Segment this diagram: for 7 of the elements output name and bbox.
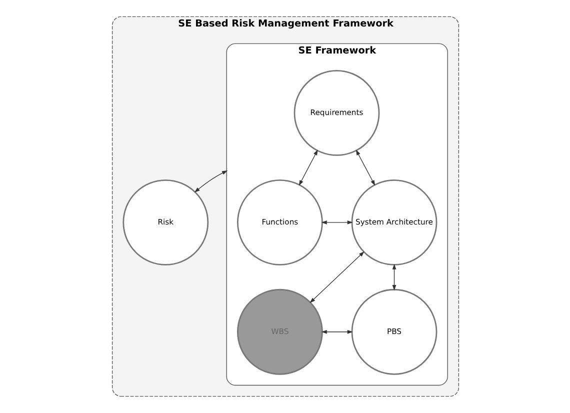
- arrow: [392, 264, 396, 291]
- arrow: [298, 150, 318, 186]
- arrow: [320, 220, 352, 224]
- arrow: [309, 251, 364, 304]
- arrow: [320, 330, 352, 334]
- arrow: [194, 170, 228, 193]
- arrow: [355, 150, 375, 186]
